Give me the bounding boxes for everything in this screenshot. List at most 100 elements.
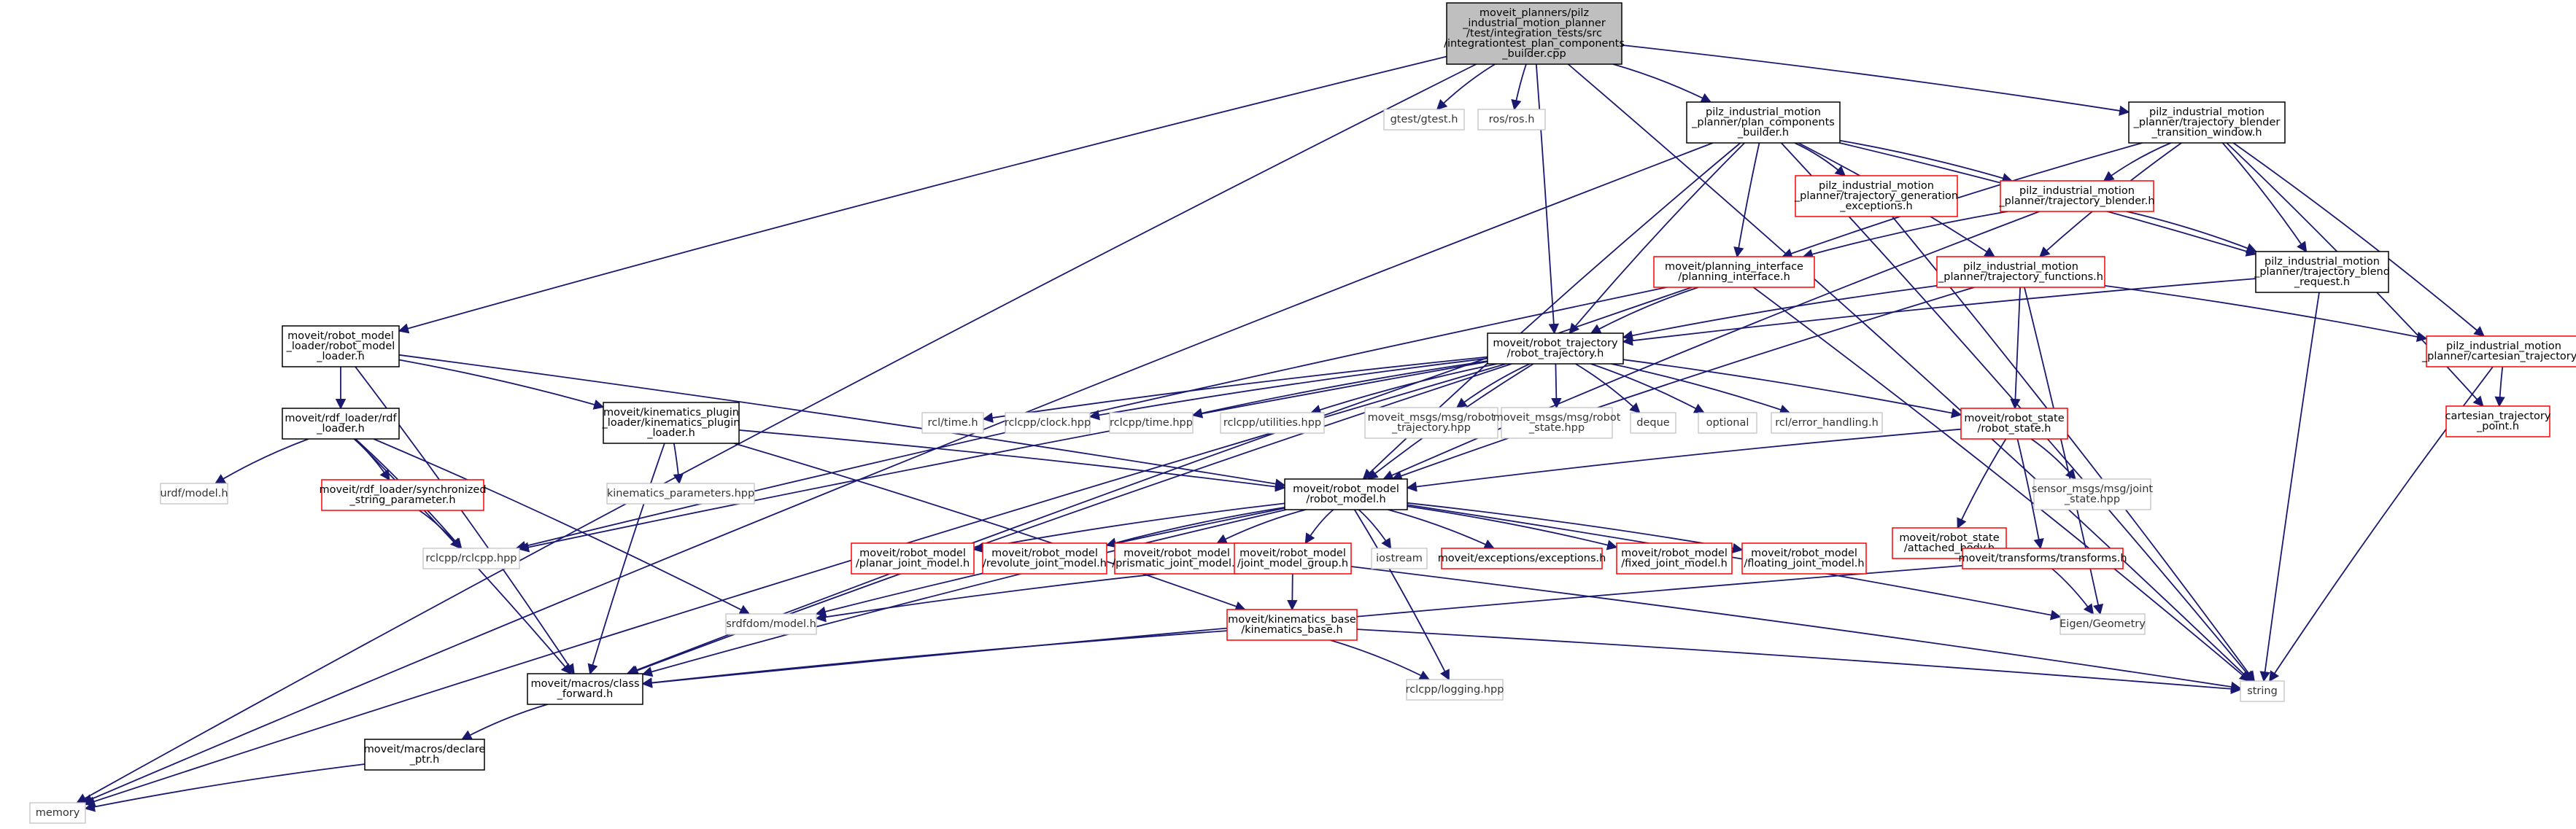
node-pi-label-line: moveit/planning_interface [1665, 261, 1803, 273]
node-tge-label-line: _exceptions.h [1839, 201, 1912, 212]
node-jmg[interactable]: moveit/robot_model/joint_model_group.h [1234, 542, 1352, 575]
node-pcb[interactable]: pilz_industrial_motion_planner/plan_comp… [1686, 101, 1841, 144]
node-pcb-label-line: _builder.h [1737, 127, 1789, 139]
node-sjs-label-line: _state.hpp [2064, 494, 2120, 505]
edge-kpl-to-rm [738, 429, 1286, 492]
node-rjm-label-line: moveit/robot_model [991, 548, 1098, 559]
node-string-box [2240, 680, 2285, 702]
node-tb[interactable]: pilz_industrial_motion_planner/trajector… [1998, 180, 2155, 212]
node-rm-label-line: moveit/robot_model [1293, 483, 1399, 495]
node-rs[interactable]: moveit/robot_state/robot_state.h [1960, 408, 2068, 440]
node-fjm[interactable]: moveit/robot_model/fixed_joint_model.h [1616, 542, 1733, 575]
node-rjm-box [982, 542, 1107, 575]
edge-rt-to-deque [1575, 363, 1641, 413]
node-tf-box [1936, 256, 2105, 288]
node-rm-label-line: /robot_model.h [1306, 494, 1385, 505]
node-tbr[interactable]: pilz_industrial_motion_planner/trajector… [2254, 251, 2390, 293]
node-fljm[interactable]: moveit/robot_model/floating_joint_model.… [1741, 542, 1867, 575]
node-tbr-label-line: _planner/trajectory_blend [2254, 266, 2390, 278]
node-prjm-label-line: /prismatic_joint_model.h [1112, 558, 1242, 569]
node-tge-label-line: _planner/trajectory_generation [1794, 190, 1958, 202]
node-tge-label-line: pilz_industrial_motion [1819, 180, 1934, 192]
node-kpl[interactable]: moveit/kinematics_plugin_loader/kinemati… [602, 402, 740, 444]
node-sjs-label-line: sensor_msgs/msg/joint [2032, 483, 2154, 495]
node-fljm-label-line: /floating_joint_model.h [1744, 558, 1864, 569]
edge-rm-to-pjm [972, 502, 1285, 553]
node-tf[interactable]: pilz_industrial_motion_planner/trajector… [1936, 256, 2105, 288]
node-pjm[interactable]: moveit/robot_model/planar_joint_model.h [851, 542, 975, 575]
node-dp-box [364, 739, 485, 771]
edge-ct-to-ctp [2494, 366, 2505, 408]
node-cf[interactable]: moveit/macros/class_forward.h [527, 673, 643, 705]
edge-kb-to-string [1356, 628, 2242, 695]
node-tge[interactable]: pilz_industrial_motion_planner/trajector… [1794, 175, 1958, 217]
node-string: string [2240, 680, 2285, 702]
node-msgrs-label-line: _state.hpp [1528, 422, 1585, 434]
node-memory: memory [29, 802, 86, 824]
node-kb[interactable]: moveit/kinematics_base/kinematics_base.h [1226, 609, 1358, 641]
edge-rt-to-timehpp [1191, 360, 1488, 419]
node-ssp[interactable]: moveit/rdf_loader/synchronized_string_pa… [319, 479, 487, 511]
node-ab[interactable]: moveit/robot_state/attached_body.h [1892, 527, 2007, 559]
node-log: rclcpp/logging.hpp [1406, 679, 1504, 701]
node-deque-label-line: deque [1636, 417, 1670, 429]
node-root-label-line: _industrial_motion_planner [1462, 17, 1606, 29]
node-sjs-box [2033, 478, 2151, 510]
edge-rm-to-rjm [1105, 507, 1285, 548]
node-rt[interactable]: moveit/robot_trajectory/robot_trajectory… [1487, 332, 1624, 365]
node-tf-label-line: _planner/trajectory_functions.h [1938, 271, 2103, 283]
node-util: rclcpp/utilities.hpp [1220, 412, 1325, 434]
edge-rdf-to-ssp [353, 438, 390, 481]
node-fljm-box [1741, 542, 1867, 575]
node-ct[interactable]: pilz_industrial_motion_planner/cartesian… [2421, 335, 2576, 367]
node-timehpp-label-line: rclcpp/time.hpp [1110, 417, 1193, 429]
node-tt[interactable]: moveit/transforms/transforms.h [1958, 548, 2127, 569]
node-timehpp-box [1109, 412, 1194, 434]
node-root[interactable]: moveit_planners/pilz_industrial_motion_p… [1444, 2, 1625, 65]
node-msgrs-box [1501, 407, 1613, 439]
node-rs-box [1960, 408, 2068, 440]
edge-rm-to-exc [1388, 509, 1496, 550]
edge-rt-to-msgrt [1455, 363, 1531, 408]
node-kb-label-line: /kinematics_base.h [1241, 624, 1342, 636]
node-urdf: urdf/model.h [160, 483, 228, 505]
node-kb-box [1226, 609, 1358, 641]
edge-tbtw-to-ct [2232, 142, 2485, 337]
node-rml[interactable]: moveit/robot_model_loader/robot_model_lo… [282, 325, 400, 367]
node-memory-box [29, 802, 86, 824]
edge-tt-to-eigen [2051, 568, 2095, 615]
edge-root-to-rml [398, 55, 1447, 334]
node-pi[interactable]: moveit/planning_interface/planning_inter… [1653, 256, 1815, 288]
node-srdf-label-line: srdfdom/model.h [726, 618, 816, 630]
node-fjm-label-line: /fixed_joint_model.h [1621, 558, 1728, 569]
node-tbtw[interactable]: pilz_industrial_motion_planner/trajector… [2128, 101, 2286, 144]
node-exc[interactable]: moveit/exceptions/exceptions.h [1438, 548, 1606, 569]
node-ctp[interactable]: cartesian_trajectory_point.h [2445, 405, 2551, 437]
node-prjm[interactable]: moveit/robot_model/prismatic_joint_model… [1112, 542, 1242, 575]
edge-tbtw-to-tbr [2221, 142, 2308, 253]
node-log-box [1406, 679, 1504, 701]
edge-rt-to-rs [1622, 359, 1962, 419]
node-clock-box [1005, 412, 1091, 434]
node-dp-label-line: moveit/macros/declare [364, 744, 486, 755]
node-pjm-box [851, 542, 975, 575]
node-rs-label-line: /robot_state.h [1978, 423, 2051, 435]
node-rm[interactable]: moveit/robot_model/robot_model.h [1284, 478, 1408, 510]
node-urdf-label-line: urdf/model.h [160, 488, 228, 499]
node-ctp-label-line: cartesian_trajectory [2445, 410, 2551, 422]
node-tbtw-label-line: _transition_window.h [2151, 127, 2262, 139]
edge-rt-to-optional [1590, 363, 1705, 413]
node-tge-box [1795, 175, 1958, 217]
edge-tf-to-ct [2104, 285, 2428, 343]
node-dp[interactable]: moveit/macros/declare_ptr.h [364, 739, 486, 771]
node-pcb-label-line: _planner/plan_components [1691, 117, 1835, 128]
edge-ssp-to-rclcpp [419, 510, 461, 550]
edge-pcb-to-tb [1839, 139, 2013, 184]
node-rdf[interactable]: moveit/rdf_loader/rdf_loader.h [282, 408, 400, 440]
node-rjm[interactable]: moveit/robot_model/revolute_joint_model.… [982, 542, 1107, 575]
node-rcltime: rcl/time.h [921, 412, 984, 434]
node-rml-label-line: moveit/robot_model [287, 330, 394, 342]
node-tbr-label-line: pilz_industrial_motion [2264, 256, 2380, 268]
node-ct-label-line: pilz_industrial_motion [2446, 340, 2561, 352]
edge-jmg-to-string [1350, 566, 2242, 693]
